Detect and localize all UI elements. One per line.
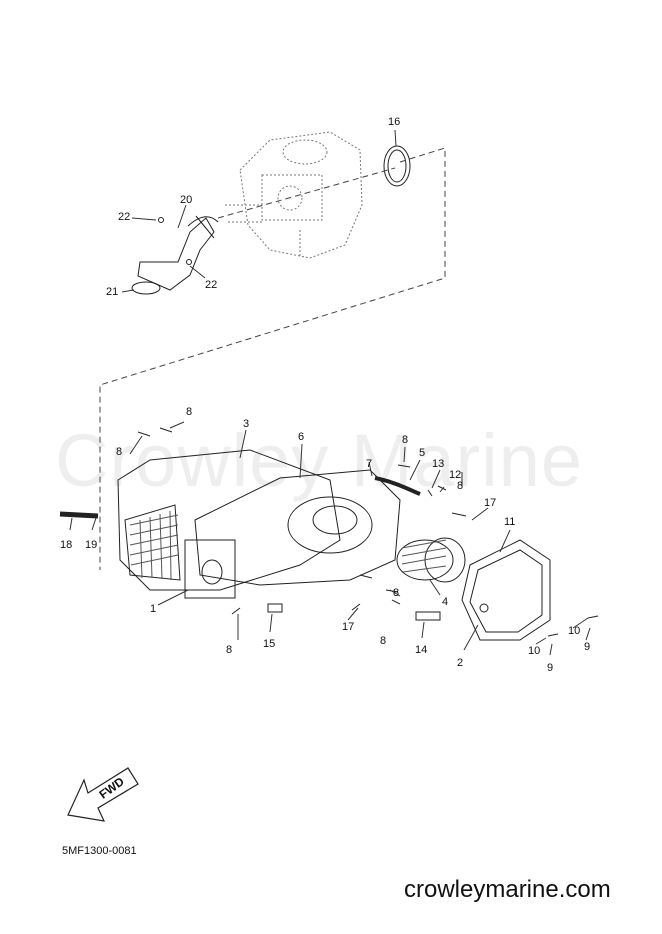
diagram-code: 5MF1300-0081 xyxy=(62,845,137,857)
callout-5: 5 xyxy=(419,447,426,459)
fwd-arrow-icon xyxy=(67,767,139,822)
callout-17-right: 17 xyxy=(484,497,497,509)
callout-3: 3 xyxy=(243,418,250,430)
callout-8-left: 8 xyxy=(116,446,123,458)
callout-4: 4 xyxy=(442,596,449,608)
callout-20: 20 xyxy=(180,194,193,206)
callout-1: 1 xyxy=(150,603,157,615)
intake-manifold xyxy=(131,215,219,295)
callout-19: 19 xyxy=(85,539,98,551)
callout-7: 7 xyxy=(366,458,373,470)
callout-12: 12 xyxy=(449,469,462,481)
clamp-16 xyxy=(383,145,411,187)
callout-8-mid: 8 xyxy=(402,434,409,446)
callout-13: 13 xyxy=(432,458,445,470)
watermark: Crowley Marine xyxy=(55,419,584,502)
callout-11: 11 xyxy=(504,516,516,528)
outer-cover xyxy=(461,539,551,641)
callout-9b: 9 xyxy=(547,662,554,674)
callout-21: 21 xyxy=(106,286,119,298)
carburetor xyxy=(225,131,363,259)
plug-15 xyxy=(267,603,283,613)
pipe-18 xyxy=(59,511,99,519)
callout-8-top: 8 xyxy=(186,406,193,418)
callout-14: 14 xyxy=(415,644,428,656)
hose-5 xyxy=(374,476,421,496)
callout-8-b1: 8 xyxy=(393,587,400,599)
callout-2: 2 xyxy=(457,657,464,669)
air-cleaner-case xyxy=(117,449,341,591)
callout-10b: 10 xyxy=(528,645,541,657)
callout-17-bottom: 17 xyxy=(342,621,355,633)
filter-element xyxy=(396,537,466,583)
callout-10a: 10 xyxy=(568,625,581,637)
callout-8-b2: 8 xyxy=(380,635,387,647)
callout-8-right: 8 xyxy=(457,480,464,492)
callout-15: 15 xyxy=(263,638,276,650)
cleaner-element-cover xyxy=(184,469,401,599)
site-footer-link[interactable]: crowleymarine.com xyxy=(404,876,611,903)
callout-6: 6 xyxy=(298,431,305,443)
callout-16: 16 xyxy=(388,116,401,128)
callout-9a: 9 xyxy=(584,641,591,653)
callout-8-left-bottom: 8 xyxy=(226,644,233,656)
callout-18: 18 xyxy=(60,539,73,551)
element-14 xyxy=(415,611,441,621)
callout-22b: 22 xyxy=(205,279,218,291)
leader-lines xyxy=(69,129,591,656)
callout-22a: 22 xyxy=(118,211,131,223)
